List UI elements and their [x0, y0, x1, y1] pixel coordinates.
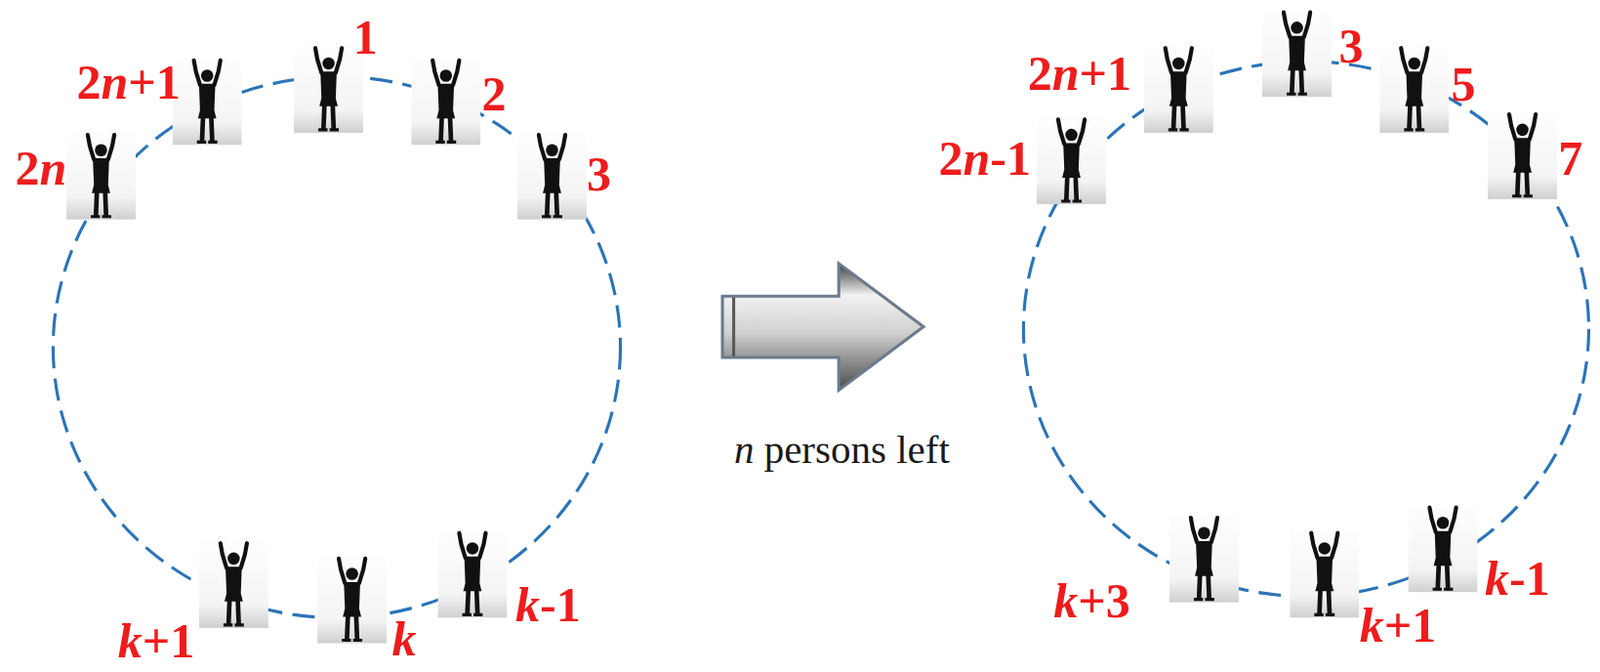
person-figure: [1407, 499, 1477, 592]
text-part: 5: [1450, 56, 1476, 112]
person-figure: [1144, 41, 1214, 133]
math-variable: n: [39, 140, 67, 196]
math-variable: k: [1053, 573, 1078, 628]
person-figure: [410, 52, 481, 145]
person-figure: [1169, 510, 1239, 603]
text-part: [753, 425, 764, 471]
math-variable: k: [515, 576, 540, 632]
math-variable: k: [118, 613, 143, 668]
math-variable: n: [1052, 45, 1080, 101]
text-part: +1: [142, 613, 196, 668]
person-figure: [317, 551, 387, 644]
text-part: 2: [77, 54, 102, 110]
position-number: 3: [1338, 21, 1363, 71]
caption-text: n persons left: [734, 428, 950, 469]
text-part: 2: [1027, 45, 1053, 101]
text-part: [886, 425, 897, 471]
position-number: 3: [586, 149, 612, 199]
person-figure: [1379, 41, 1449, 133]
person-figure: [1036, 112, 1107, 205]
text-part: persons: [764, 425, 887, 471]
circle-outline: [1023, 61, 1589, 597]
text-part: 7: [1558, 130, 1583, 186]
math-variable: k: [1359, 597, 1385, 653]
person-figure: [1262, 4, 1332, 97]
position-number: k+3: [1053, 575, 1131, 625]
position-number: 2n+1: [77, 57, 181, 107]
person-figure: [1487, 107, 1558, 200]
person-figure: [199, 535, 269, 628]
text-part: 2: [14, 140, 40, 196]
position-number: 2: [481, 69, 506, 119]
math-variable: n: [734, 425, 755, 471]
transition-arrow: [722, 263, 924, 391]
text-part: +1: [1079, 45, 1133, 101]
person-figure: [1289, 525, 1359, 617]
text-part: +3: [1077, 573, 1131, 628]
math-variable: n: [101, 54, 129, 110]
person-figure: [66, 127, 136, 220]
text-part: +1: [1384, 597, 1437, 653]
position-number: k+1: [1359, 600, 1437, 650]
person-figure: [172, 52, 243, 145]
text-part: left: [896, 425, 950, 471]
circle-outline: [52, 76, 620, 617]
position-number: k-1: [1484, 553, 1551, 603]
text-part: 2: [938, 130, 963, 186]
text-part: 2: [481, 66, 506, 122]
position-number: 1: [353, 12, 378, 62]
position-number: 5: [1450, 59, 1476, 109]
position-number: 2n+1: [1027, 48, 1132, 98]
text-part: -1: [539, 576, 581, 632]
math-variable: n: [962, 130, 990, 186]
person-figure: [517, 127, 587, 220]
position-number: k: [391, 614, 416, 663]
text-part: -1: [1509, 550, 1551, 606]
position-number: 2n-1: [938, 133, 1030, 183]
position-number: k+1: [118, 615, 196, 665]
text-part: -1: [989, 130, 1031, 186]
person-figure: [293, 41, 364, 133]
position-number: 2n: [14, 143, 67, 193]
text-part: 3: [1338, 18, 1363, 74]
position-number: k-1: [515, 579, 581, 629]
position-number: 7: [1558, 133, 1583, 183]
math-variable: k: [1484, 550, 1510, 606]
math-variable: k: [391, 611, 416, 666]
person-figure: [437, 525, 507, 617]
arrow-detail: [732, 296, 736, 357]
text-part: 1: [353, 9, 378, 65]
text-part: +1: [127, 54, 181, 110]
text-part: 3: [586, 146, 612, 202]
